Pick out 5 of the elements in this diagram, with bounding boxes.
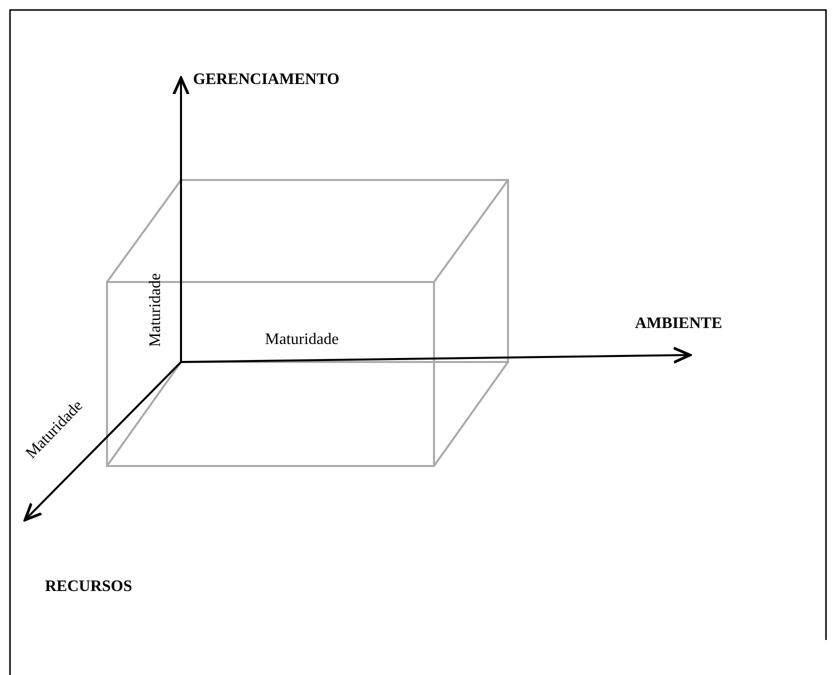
axis-caption: Maturidade [148,273,164,347]
axis-caption: Maturidade [265,332,339,348]
axis-label: GERENCIAMENTO [193,72,340,88]
axis-label: RECURSOS [45,579,132,595]
axis-label: AMBIENTE [635,316,722,332]
